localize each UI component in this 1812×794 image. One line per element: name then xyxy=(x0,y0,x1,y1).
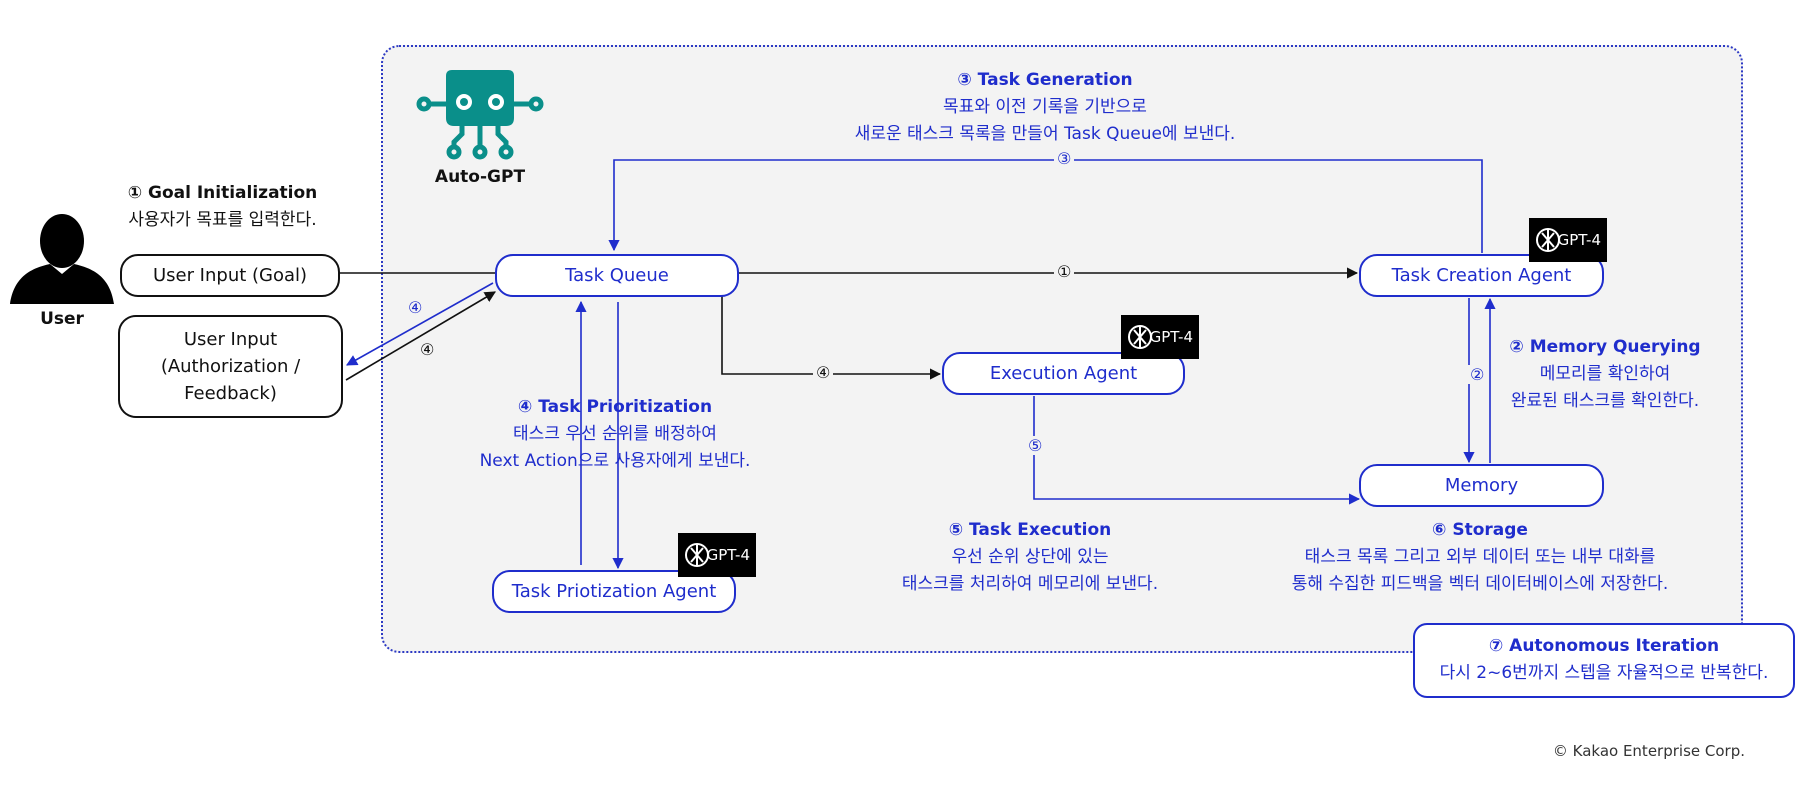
edge-number-user-feedback-blue: ④ xyxy=(408,298,423,317)
edge-number-queue-to-execution: ④ xyxy=(813,363,834,382)
task-queue-node: Task Queue xyxy=(495,254,739,297)
edge-number-execution-to-memory: ⑤ xyxy=(1025,436,1046,455)
copyright-text: © Kakao Enterprise Corp. xyxy=(1552,742,1745,760)
edge-user-feedback-to-queue xyxy=(345,291,496,381)
edge-queue-to-user-feedback xyxy=(346,282,494,366)
task-prioritization-desc-1: 태스크 우선 순위를 배정하여 xyxy=(513,424,717,444)
memory-querying-desc-1: 메모리를 확인하여 xyxy=(1539,364,1671,384)
autonomous-iteration-title: ⑦ Autonomous Iteration xyxy=(1488,636,1720,656)
step-task-execution: ⑤ Task Execution 우선 순위 상단에 있는 태스크를 처리하여 … xyxy=(880,517,1180,598)
edge-queue-to-execution xyxy=(721,292,942,380)
edge-number-user-feedback-black: ④ xyxy=(420,340,435,359)
user-input-goal-node: User Input (Goal) xyxy=(120,254,340,297)
openai-icon xyxy=(685,543,709,567)
step-storage: ⑥ Storage 태스크 목록 그리고 외부 데이터 또는 내부 대화를 통해… xyxy=(1270,517,1690,598)
edge-number-queue-to-creation: ① xyxy=(1054,262,1075,281)
gpt-badge-label: GPT-4 xyxy=(1557,231,1601,249)
memory-querying-title: ② Memory Querying xyxy=(1509,337,1701,357)
gpt-badge-label: GPT-4 xyxy=(706,546,750,564)
user-label: User xyxy=(40,309,84,329)
goal-init-title: ① Goal Initialization xyxy=(127,183,318,203)
task-execution-title: ⑤ Task Execution xyxy=(948,520,1112,540)
task-prioritization-agent-node: Task Priotization Agent xyxy=(492,570,736,613)
openai-icon xyxy=(1536,228,1560,252)
memory-node: Memory xyxy=(1359,464,1604,507)
task-execution-desc-2: 태스크를 처리하여 메모리에 보낸다. xyxy=(901,574,1159,594)
step-task-prioritization: ④ Task Prioritization 태스크 우선 순위를 배정하여 Ne… xyxy=(470,394,760,475)
step-goal-initialization: ① Goal Initialization 사용자가 목표를 입력한다. xyxy=(110,180,335,234)
gpt-badge-execution: GPT-4 xyxy=(1121,315,1199,359)
user-icon xyxy=(10,214,114,304)
edge-number-creation-to-queue: ③ xyxy=(1054,149,1075,168)
task-prioritization-title: ④ Task Prioritization xyxy=(517,397,713,417)
execution-agent-node: Execution Agent xyxy=(942,352,1185,395)
gpt-badge-label: GPT-4 xyxy=(1149,328,1193,346)
storage-title: ⑥ Storage xyxy=(1432,520,1528,540)
task-prioritization-desc-2: Next Action으로 사용자에게 보낸다. xyxy=(479,451,751,471)
step-autonomous-iteration: ⑦ Autonomous Iteration 다시 2~6번까지 스텝을 자율적… xyxy=(1413,623,1795,698)
auto-gpt-logo-icon xyxy=(416,70,544,160)
storage-desc-1: 태스크 목록 그리고 외부 데이터 또는 내부 대화를 xyxy=(1304,547,1656,567)
memory-querying-desc-2: 완료된 태스크를 확인한다. xyxy=(1510,391,1700,411)
auto-gpt-region xyxy=(381,45,1743,653)
task-generation-title: ③ Task Generation xyxy=(957,70,1133,90)
edge-execution-to-memory xyxy=(1033,396,1361,505)
gpt-badge-creation: GPT-4 xyxy=(1529,218,1607,262)
edge-number-memory-query: ② xyxy=(1467,365,1488,384)
step-task-generation: ③ Task Generation 목표와 이전 기록을 기반으로 새로운 태스… xyxy=(830,67,1260,148)
openai-icon xyxy=(1128,325,1152,349)
gpt-badge-prioritization: GPT-4 xyxy=(678,533,756,577)
auto-gpt-label: Auto-GPT xyxy=(434,167,526,187)
task-execution-desc-1: 우선 순위 상단에 있는 xyxy=(951,547,1109,567)
storage-desc-2: 통해 수집한 피드백을 벡터 데이터베이스에 저장한다. xyxy=(1291,574,1669,594)
step-memory-querying: ② Memory Querying 메모리를 확인하여 완료된 태스크를 확인한… xyxy=(1505,334,1705,415)
goal-init-desc: 사용자가 목표를 입력한다. xyxy=(128,210,317,230)
edge-creation-to-queue xyxy=(608,159,1483,253)
task-creation-agent-node: Task Creation Agent xyxy=(1359,254,1604,297)
user-input-authorization-node: User Input (Authorization / Feedback) xyxy=(118,315,343,418)
task-generation-desc-1: 목표와 이전 기록을 기반으로 xyxy=(943,97,1147,117)
autonomous-iteration-desc: 다시 2~6번까지 스텝을 자율적으로 반복한다. xyxy=(1439,663,1769,683)
task-generation-desc-2: 새로운 태스크 목록을 만들어 Task Queue에 보낸다. xyxy=(854,124,1236,144)
